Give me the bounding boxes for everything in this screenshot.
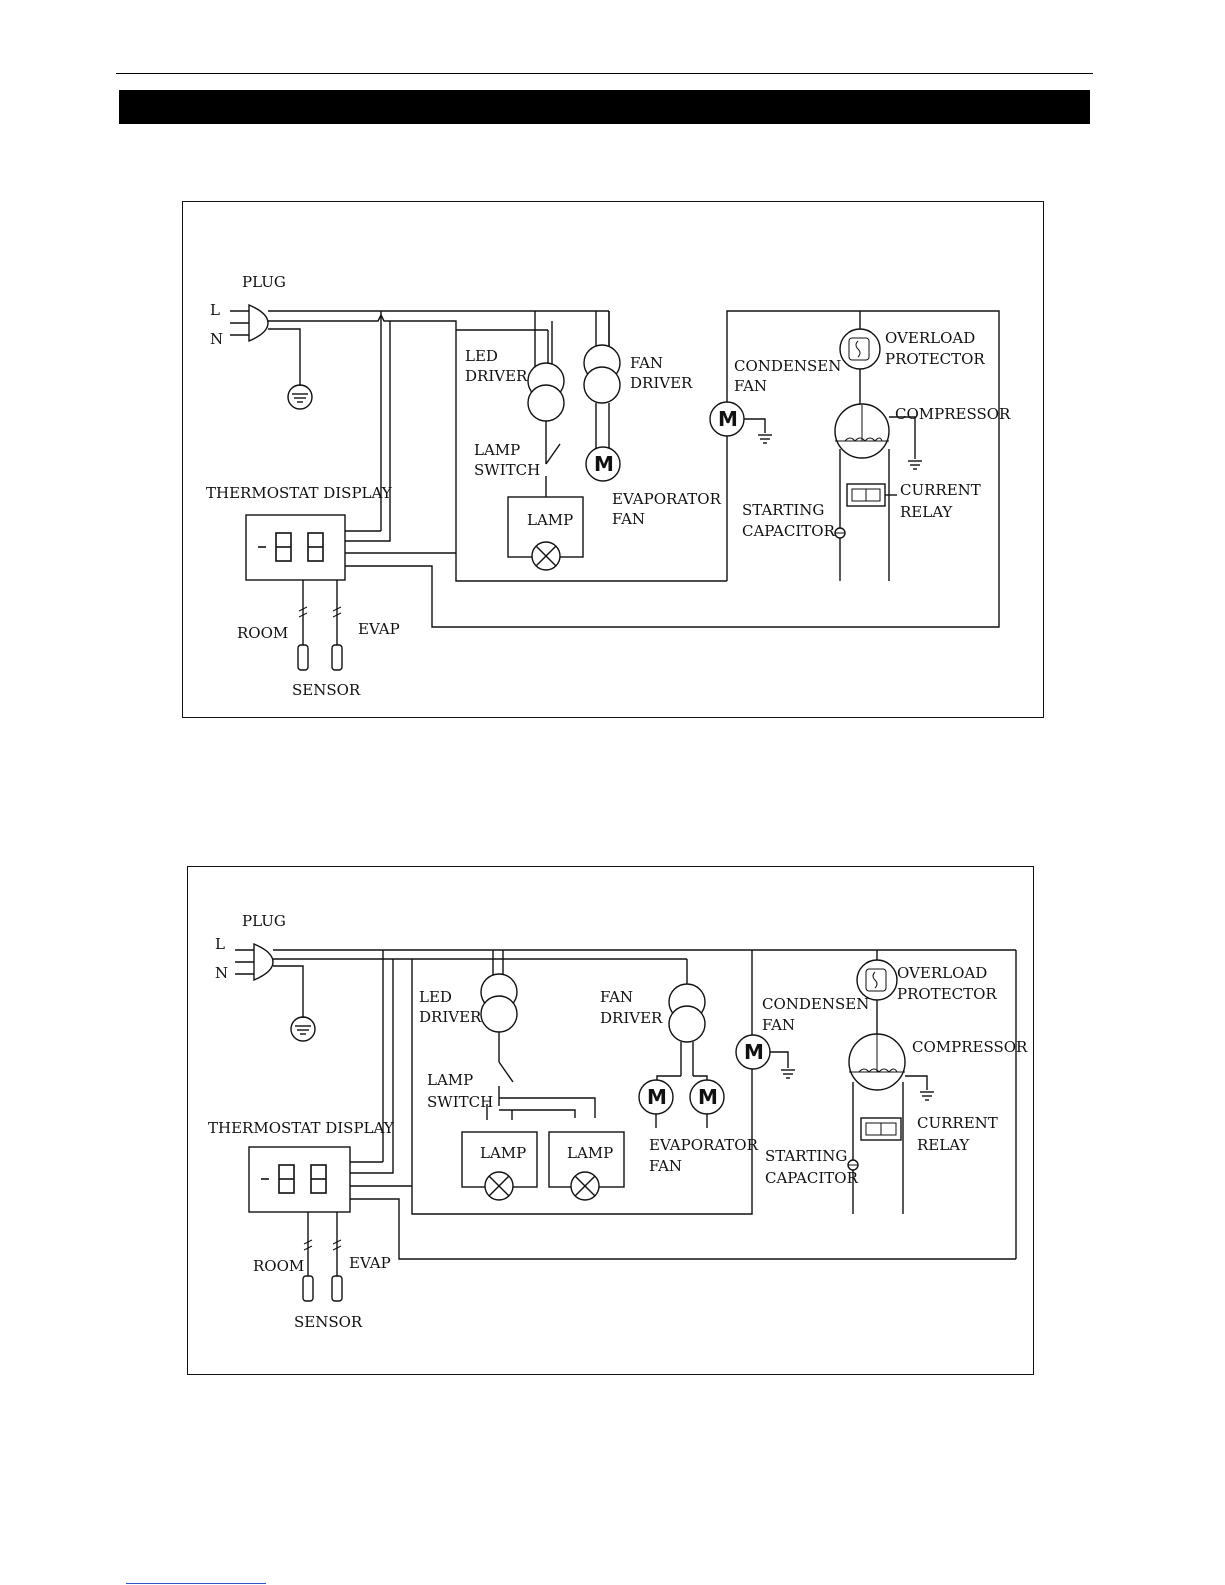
evaporator-fan-label-2: FAN xyxy=(649,1157,682,1175)
compressor-icon xyxy=(834,403,922,581)
plug-symbol xyxy=(230,303,269,343)
control-wire xyxy=(350,1198,1016,1260)
current-relay-icon xyxy=(846,483,897,507)
compressor-label: COMPRESSOR xyxy=(912,1038,1028,1056)
diagram-frame xyxy=(182,201,1044,718)
lamp-switch-icon xyxy=(545,443,561,465)
starting-capacitor-icon xyxy=(834,527,846,539)
current-relay-label-1: CURRENT xyxy=(900,481,981,499)
starting-capacitor-label-2: CAPACITOR xyxy=(765,1169,859,1187)
footer-link-underline xyxy=(126,1583,266,1584)
sensor-label: SENSOR xyxy=(294,1313,363,1331)
starting-capacitor-icon xyxy=(847,1159,859,1171)
condensen-fan-label-2: FAN xyxy=(734,377,767,395)
evaporator-fan-label-1: EVAPORATOR xyxy=(612,490,722,508)
current-relay-label-2: RELAY xyxy=(917,1136,970,1154)
overload-protector-icon xyxy=(839,311,881,405)
lamp-icon xyxy=(507,496,584,571)
fan-driver-label-1: FAN xyxy=(600,988,633,1006)
plug-symbol xyxy=(235,942,274,982)
condensen-fan-label-1: CONDENSEN xyxy=(734,357,841,375)
section-header-bar xyxy=(119,90,1090,124)
evap-sensor-icon xyxy=(331,1212,343,1302)
starting-capacitor-label-1: STARTING xyxy=(765,1147,847,1165)
svg-text:M: M xyxy=(718,407,738,431)
room-sensor-icon xyxy=(302,1212,314,1302)
plug-ground-icon xyxy=(268,328,313,410)
evap-label: EVAP xyxy=(358,620,400,638)
fan-driver-label-1: FAN xyxy=(630,354,663,372)
led-driver-label-2: DRIVER xyxy=(419,1008,482,1026)
overload-label-2: PROTECTOR xyxy=(885,350,985,368)
led-driver-icon xyxy=(527,311,565,497)
line-label: L xyxy=(215,935,225,953)
svg-text:M: M xyxy=(698,1085,718,1109)
fan-driver-label-2: DRIVER xyxy=(600,1009,663,1027)
svg-text:M: M xyxy=(594,452,614,476)
lamp-b-label: LAMP xyxy=(567,1144,613,1162)
evap-label: EVAP xyxy=(349,1254,391,1272)
sensor-label: SENSOR xyxy=(292,681,361,699)
condenser-fan-motor-icon: M xyxy=(709,401,772,444)
evaporator-fan-label-2: FAN xyxy=(612,510,645,528)
thermostat-display-icon xyxy=(245,514,346,581)
lamp-label: LAMP xyxy=(527,511,573,529)
condenser-fan-motor-icon: M xyxy=(735,1034,795,1079)
neutral-label: N xyxy=(210,330,223,348)
overload-protector-icon xyxy=(856,950,898,1034)
line-label: L xyxy=(210,301,220,319)
evaporator-fan-motor-1-icon: M xyxy=(638,1079,674,1128)
room-label: ROOM xyxy=(253,1257,304,1275)
condensen-fan-label-1: CONDENSEN xyxy=(762,995,869,1013)
lamp-switch-icon xyxy=(498,1061,514,1083)
plug-label: PLUG xyxy=(242,912,286,930)
lamp-switch-label-1: LAMP xyxy=(474,441,520,459)
lamp-b-icon xyxy=(548,1131,625,1201)
svg-text:M: M xyxy=(647,1085,667,1109)
lamp-switch-label-1: LAMP xyxy=(427,1071,473,1089)
starting-capacitor-label-2: CAPACITOR xyxy=(742,522,836,540)
compressor-icon xyxy=(848,1033,934,1214)
current-relay-icon xyxy=(860,1117,902,1141)
current-relay-label-1: CURRENT xyxy=(917,1114,998,1132)
led-driver-label-1: LED xyxy=(419,988,452,1006)
plug-label: PLUG xyxy=(242,273,286,291)
thermostat-display-label: THERMOSTAT DISPLAY xyxy=(208,1119,395,1137)
starting-capacitor-label-1: STARTING xyxy=(742,501,824,519)
condensen-fan-label-2: FAN xyxy=(762,1016,795,1034)
evap-sensor-icon xyxy=(331,580,343,671)
lamp-switch-label-2: SWITCH xyxy=(474,461,540,479)
lamp-switch-label-2: SWITCH xyxy=(427,1093,493,1111)
room-sensor-icon xyxy=(297,580,309,671)
lamp-a-label: LAMP xyxy=(480,1144,526,1162)
compressor-label: COMPRESSOR xyxy=(895,405,1011,423)
led-driver-icon xyxy=(480,950,596,1120)
plug-ground-icon xyxy=(273,965,316,1042)
evaporator-fan-motor-2-icon: M xyxy=(689,1079,725,1128)
wiring-diagram-2: PLUG L N LED DRIVER LAMP SWITCH xyxy=(187,866,1035,1380)
current-relay-label-2: RELAY xyxy=(900,503,953,521)
room-label: ROOM xyxy=(237,624,288,642)
led-driver-label-2: DRIVER xyxy=(465,367,528,385)
fan-driver-icon xyxy=(656,983,708,1082)
overload-label-1: OVERLOAD xyxy=(897,964,987,982)
control-wire xyxy=(345,310,1000,628)
overload-label-2: PROTECTOR xyxy=(897,985,997,1003)
evaporator-fan-label-1: EVAPORATOR xyxy=(649,1136,759,1154)
overload-label-1: OVERLOAD xyxy=(885,329,975,347)
evaporator-fan-motor-icon: M xyxy=(585,446,621,482)
thermostat-display-label: THERMOSTAT DISPLAY xyxy=(206,484,393,502)
led-driver-label-1: LED xyxy=(465,347,498,365)
lamp-a-icon xyxy=(461,1131,538,1201)
svg-text:M: M xyxy=(744,1040,764,1064)
neutral-wire xyxy=(268,313,727,582)
diagram-frame xyxy=(187,866,1034,1375)
neutral-label: N xyxy=(215,964,228,982)
thermostat-display-icon xyxy=(248,1146,351,1213)
wiring-diagram-1: PLUG L N LED DRIVER LAMP SWITCH LAMP xyxy=(182,201,1045,723)
fan-driver-icon xyxy=(583,311,621,451)
fan-driver-label-2: DRIVER xyxy=(630,374,693,392)
top-rule xyxy=(116,73,1093,74)
